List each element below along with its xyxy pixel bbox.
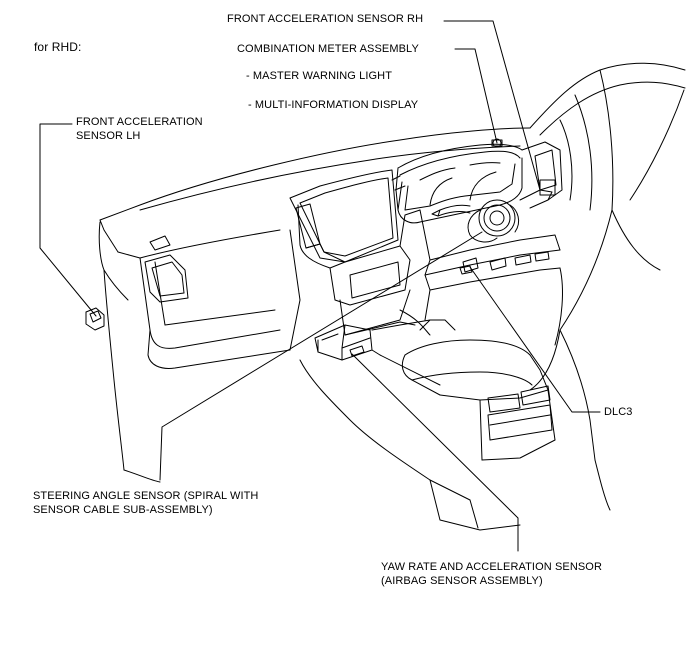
label-yaw-rate-line-1: YAW RATE AND ACCELERATION SENSOR <box>381 561 602 573</box>
label-combination-meter: COMBINATION METER ASSEMBLY <box>237 43 419 55</box>
driver-side-dash <box>419 141 563 346</box>
label-steering-angle-line-1: STEERING ANGLE SENSOR (SPIRAL WITH <box>33 490 259 502</box>
center-stack <box>289 169 421 336</box>
steering-spiral <box>431 179 556 243</box>
front-accel-sensor-lh <box>85 307 105 331</box>
label-front-accel-lh-line-2: SENSOR LH <box>76 130 141 142</box>
label-steering-angle-sensor: STEERING ANGLE SENSOR (SPIRAL WITH SENSO… <box>33 489 258 517</box>
label-dlc3: DLC3 <box>604 406 633 418</box>
dlc3-connector <box>462 257 479 273</box>
label-yaw-rate-line-2: (AIRBAG SENSOR ASSEMBLY) <box>381 575 543 587</box>
label-master-warning-light: - MASTER WARNING LIGHT <box>246 70 393 82</box>
seat-outlines <box>103 209 661 511</box>
dashboard-outline <box>98 62 686 471</box>
label-front-accel-sensor-rh: FRONT ACCELERATION SENSOR RH <box>227 13 424 25</box>
variant-label: for RHD: <box>34 40 82 54</box>
leader-lines <box>39 20 601 552</box>
glove-box-panel <box>117 229 301 369</box>
floor-console <box>299 309 556 531</box>
combination-meter-outline <box>391 138 523 224</box>
label-front-accel-lh-line-1: FRONT ACCELERATION <box>76 116 203 128</box>
label-front-accel-sensor-lh: FRONT ACCELERATION SENSOR LH <box>76 115 203 143</box>
label-steering-angle-line-2: SENSOR CABLE SUB-ASSEMBLY) <box>33 504 213 516</box>
label-yaw-rate-sensor: YAW RATE AND ACCELERATION SENSOR (AIRBAG… <box>381 560 602 588</box>
label-multi-information-display: - MULTI-INFORMATION DISPLAY <box>248 99 419 111</box>
